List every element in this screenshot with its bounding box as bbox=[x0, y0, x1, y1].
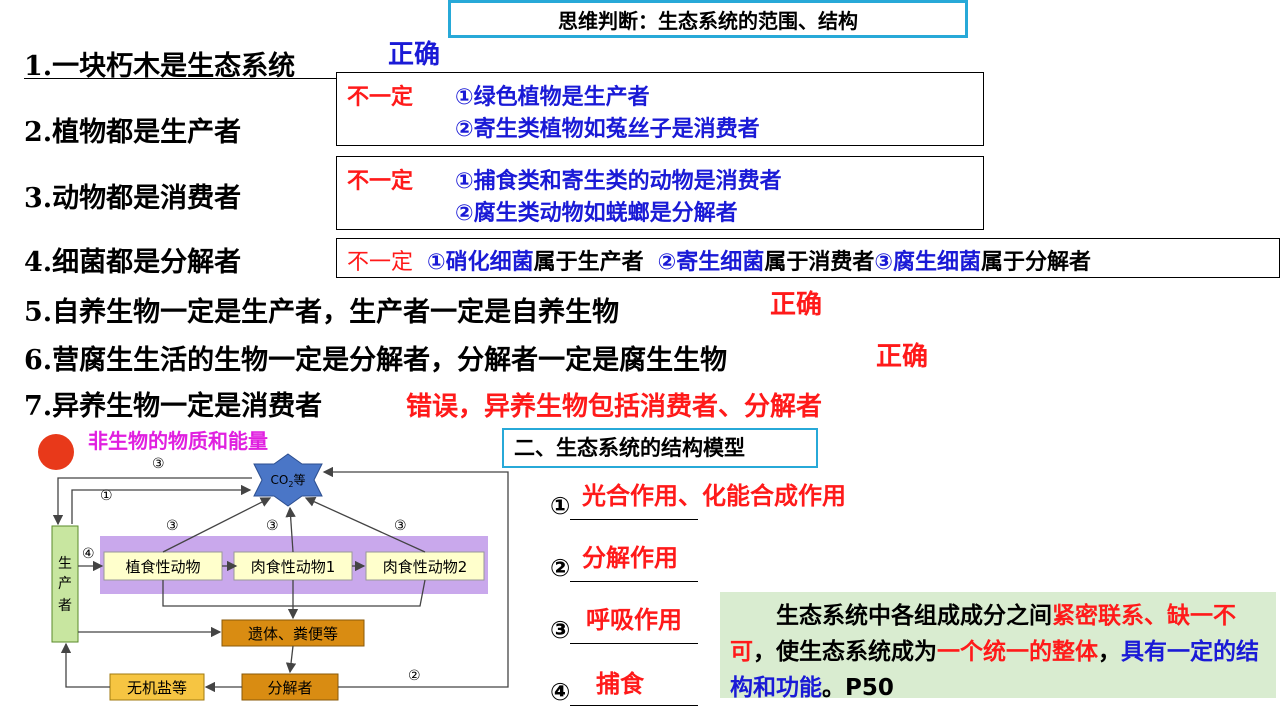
label-1: ① bbox=[100, 488, 113, 504]
blank-4-answer: 捕食 bbox=[596, 670, 644, 698]
answer-1: 正确 bbox=[388, 40, 441, 70]
question-6: 6.营腐生生活的生物一定是分解者，分解者一定是腐生生物 bbox=[24, 345, 728, 376]
question-3: 3.动物都是消费者 bbox=[24, 183, 242, 214]
label-3: ③ bbox=[152, 456, 165, 472]
text-segment: 具有一定的结构和功能 bbox=[730, 639, 1259, 701]
box-line: ②寄生类植物如菟丝子是消费者 bbox=[455, 117, 760, 142]
remains-label: 遗体、粪便等 bbox=[248, 625, 338, 643]
label-3: ③ bbox=[166, 518, 179, 534]
question-5: 5.自养生物一定是生产者，生产者一定是自养生物 bbox=[24, 297, 620, 328]
box-line: ①捕食类和寄生类的动物是消费者 bbox=[455, 169, 782, 194]
box-line: ②腐生类动物如蜣螂是分解者 bbox=[455, 201, 738, 226]
blank-2: ② bbox=[550, 554, 699, 582]
producer-char: 者 bbox=[58, 598, 72, 614]
blank-2-answer: 分解作用 bbox=[582, 544, 678, 572]
producer-node bbox=[51, 525, 79, 643]
decomposer-node bbox=[241, 673, 339, 701]
question-2: 2.植物都是生产者 bbox=[24, 117, 242, 148]
producer-char: 产 bbox=[58, 576, 72, 592]
diagram-title: 非生物的物质和能量 bbox=[88, 429, 268, 453]
producer-char: 生 bbox=[58, 556, 72, 572]
text-segment: ，使生态系统成为 bbox=[753, 639, 937, 665]
sun-icon bbox=[38, 434, 74, 470]
blank-line bbox=[570, 683, 699, 706]
text-segment: 属于分解者 bbox=[980, 250, 1091, 275]
carnivore2-label: 肉食性动物2 bbox=[383, 558, 468, 576]
answer-7: 错误，异养生物包括消费者、分解者 bbox=[406, 392, 823, 422]
answer-5: 正确 bbox=[770, 290, 823, 320]
summary-box: 生态系统中各组成成分之间紧密联系、缺一不可，使生态系统成为一个统一的整体，具有一… bbox=[720, 592, 1276, 701]
blank-number: ① bbox=[550, 492, 571, 520]
box-line: 不一定 ①硝化细菌属于生产者 ②寄生细菌属于消费者③腐生细菌属于分解者 bbox=[347, 244, 1091, 276]
blank-4: ④ bbox=[550, 678, 699, 706]
text-segment: 属于消费者 bbox=[764, 250, 875, 275]
text-segment: ③腐生细菌 bbox=[874, 250, 981, 275]
blank-number: ② bbox=[550, 554, 571, 582]
herbivore-label: 植食性动物 bbox=[125, 558, 200, 576]
blank-number: ③ bbox=[550, 616, 571, 644]
tag-not-necessarily: 不一定 bbox=[347, 169, 414, 194]
question-4: 4.细菌都是分解者 bbox=[24, 247, 242, 278]
ecosystem-diagram: 非生物的物质和能量 CO2等 生 产 者 植食性动物 肉食性动物1 肉食性动物2… bbox=[38, 429, 509, 701]
text-segment: 一个统一的整体 bbox=[937, 639, 1098, 665]
co2-text: CO bbox=[271, 473, 289, 487]
carnivore1-label: 肉食性动物1 bbox=[251, 558, 336, 576]
blank-1-answer: 光合作用、化能合成作用 bbox=[582, 482, 846, 510]
salts-node bbox=[109, 673, 205, 701]
label-4: ④ bbox=[82, 546, 95, 562]
box-line: ①绿色植物是生产者 bbox=[455, 85, 650, 110]
summary-text: 生态系统中各组成成分之间紧密联系、缺一不可，使生态系统成为一个统一的整体，具有一… bbox=[720, 592, 1276, 706]
text-segment: ①硝化细菌 bbox=[427, 250, 534, 275]
question-7: 7.异养生物一定是消费者 bbox=[24, 391, 323, 422]
page-title: 思维判断：生态系统的范围、结构 bbox=[448, 0, 968, 38]
answer-underline bbox=[24, 78, 342, 79]
blank-1: ① bbox=[550, 492, 699, 520]
text-segment: 属于生产者 bbox=[533, 250, 644, 275]
blank-line bbox=[570, 559, 699, 582]
text-segment: ， bbox=[1098, 639, 1121, 665]
tag-not-necessarily: 不一定 bbox=[347, 85, 414, 110]
co2-subscript: 2 bbox=[288, 480, 293, 489]
co2-node bbox=[253, 453, 323, 507]
tag-not-necessarily: 不一定 bbox=[347, 250, 414, 275]
label-3: ③ bbox=[394, 518, 407, 534]
text-segment: ②寄生细菌 bbox=[657, 250, 765, 275]
decomposer-label: 分解者 bbox=[267, 679, 312, 697]
section-title: 二、生态系统的结构模型 bbox=[502, 428, 818, 468]
answer-box-4: 不一定 ①硝化细菌属于生产者 ②寄生细菌属于消费者③腐生细菌属于分解者 bbox=[336, 238, 1280, 278]
blank-line bbox=[570, 497, 699, 520]
question-1: 1.一块朽木是生态系统 bbox=[24, 51, 296, 82]
salts-label: 无机盐等 bbox=[127, 679, 187, 697]
co2-suffix: 等 bbox=[293, 473, 305, 487]
blank-line bbox=[570, 621, 699, 644]
label-2: ② bbox=[408, 668, 421, 684]
text-segment: 。P50 bbox=[822, 675, 894, 701]
co2-label: CO2等 bbox=[271, 473, 306, 489]
text-segment: 生态系统中各组成成分之间 bbox=[776, 603, 1052, 629]
answer-6: 正确 bbox=[876, 342, 929, 372]
label-3: ③ bbox=[266, 518, 279, 534]
answer-box-2: 不一定 ①绿色植物是生产者 ②寄生类植物如菟丝子是消费者 bbox=[336, 72, 984, 146]
blank-number: ④ bbox=[550, 678, 571, 706]
blank-3: ③ bbox=[550, 616, 699, 644]
blank-3-answer: 呼吸作用 bbox=[586, 606, 682, 634]
text-segment: 紧密联系、缺一不可 bbox=[730, 603, 1236, 665]
answer-box-3: 不一定 ①捕食类和寄生类的动物是消费者 ②腐生类动物如蜣螂是分解者 bbox=[336, 156, 984, 230]
